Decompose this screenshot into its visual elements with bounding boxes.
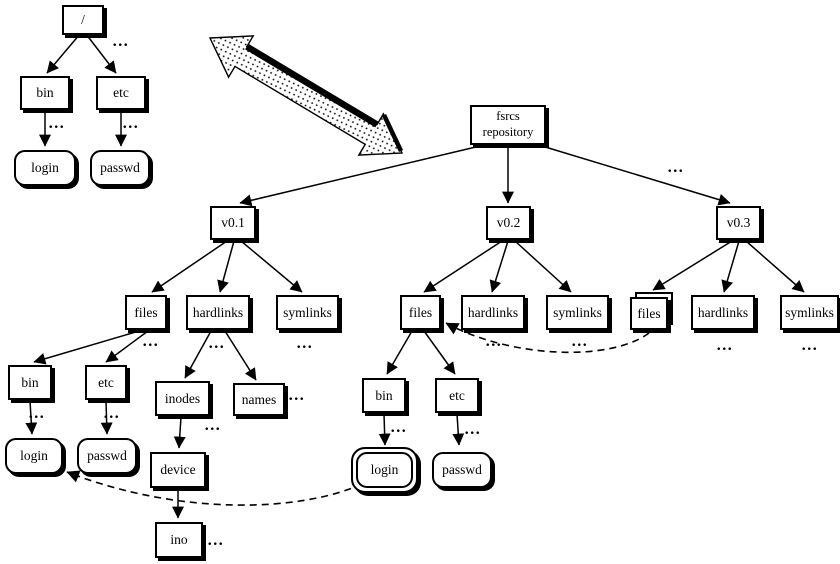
correspondence-block-arrow bbox=[208, 35, 404, 156]
node-v03-hardlinks: hardlinks bbox=[691, 295, 755, 330]
node-v01-login: login bbox=[5, 438, 63, 474]
tree-edges bbox=[25, 33, 805, 519]
node-local-login: login bbox=[14, 150, 76, 186]
node-v02-etc: etc bbox=[435, 378, 479, 413]
ellipsis: ... bbox=[122, 115, 140, 132]
node-v01-bin: bin bbox=[8, 365, 52, 400]
repository-label-line1: fsrcs bbox=[496, 109, 520, 124]
ellipsis: ... bbox=[204, 417, 222, 434]
node-v01-symlinks: symlinks bbox=[276, 295, 339, 330]
node-inodes: inodes bbox=[155, 381, 210, 416]
ellipsis: ... bbox=[485, 333, 503, 350]
ellipsis: ... bbox=[207, 532, 225, 549]
node-v03-files: files bbox=[630, 297, 668, 330]
node-v01-files: files bbox=[125, 295, 167, 330]
node-local-etc: etc bbox=[96, 76, 146, 110]
node-local-bin: bin bbox=[20, 76, 70, 110]
node-v02-passwd: passwd bbox=[432, 452, 492, 488]
ellipsis: ... bbox=[801, 337, 819, 354]
ellipsis: ... bbox=[28, 405, 46, 422]
node-v01-etc: etc bbox=[85, 365, 127, 400]
ellipsis: ... bbox=[208, 335, 226, 352]
node-v02-bin: bin bbox=[362, 378, 406, 413]
node-v01-hardlinks: hardlinks bbox=[186, 295, 250, 330]
node-v01-passwd: passwd bbox=[77, 438, 137, 474]
node-ino: ino bbox=[155, 522, 203, 558]
node-repository: fsrcs repository bbox=[470, 105, 546, 145]
ellipsis: ... bbox=[390, 419, 408, 436]
ellipsis: ... bbox=[571, 333, 589, 350]
login-copy-link bbox=[66, 470, 363, 506]
node-v02-hardlinks: hardlinks bbox=[461, 295, 525, 330]
ellipsis: ... bbox=[112, 33, 130, 50]
node-v02-login: login bbox=[356, 452, 413, 488]
node-v03: v0.3 bbox=[716, 206, 761, 240]
node-local-passwd: passwd bbox=[90, 150, 150, 186]
ellipsis: ... bbox=[103, 405, 121, 422]
node-v02-symlinks: symlinks bbox=[546, 295, 609, 330]
node-names: names bbox=[233, 383, 285, 416]
dashed-reference-arrows bbox=[66, 322, 650, 506]
ellipsis: ... bbox=[716, 337, 734, 354]
ellipsis: ... bbox=[288, 387, 306, 404]
repository-label-line2: repository bbox=[482, 125, 534, 139]
node-v02: v0.2 bbox=[486, 206, 531, 240]
ellipsis: ... bbox=[142, 333, 160, 350]
node-v03-symlinks: symlinks bbox=[780, 295, 839, 330]
ellipsis: ... bbox=[48, 115, 66, 132]
ellipsis: ... bbox=[464, 421, 482, 438]
node-device: device bbox=[150, 452, 206, 488]
node-v01: v0.1 bbox=[210, 206, 256, 240]
node-local-root: / bbox=[62, 5, 104, 35]
ellipsis: ... bbox=[667, 159, 685, 176]
ellipsis: ... bbox=[296, 335, 314, 352]
node-v02-files: files bbox=[400, 295, 441, 330]
files-copy-link bbox=[445, 322, 650, 354]
